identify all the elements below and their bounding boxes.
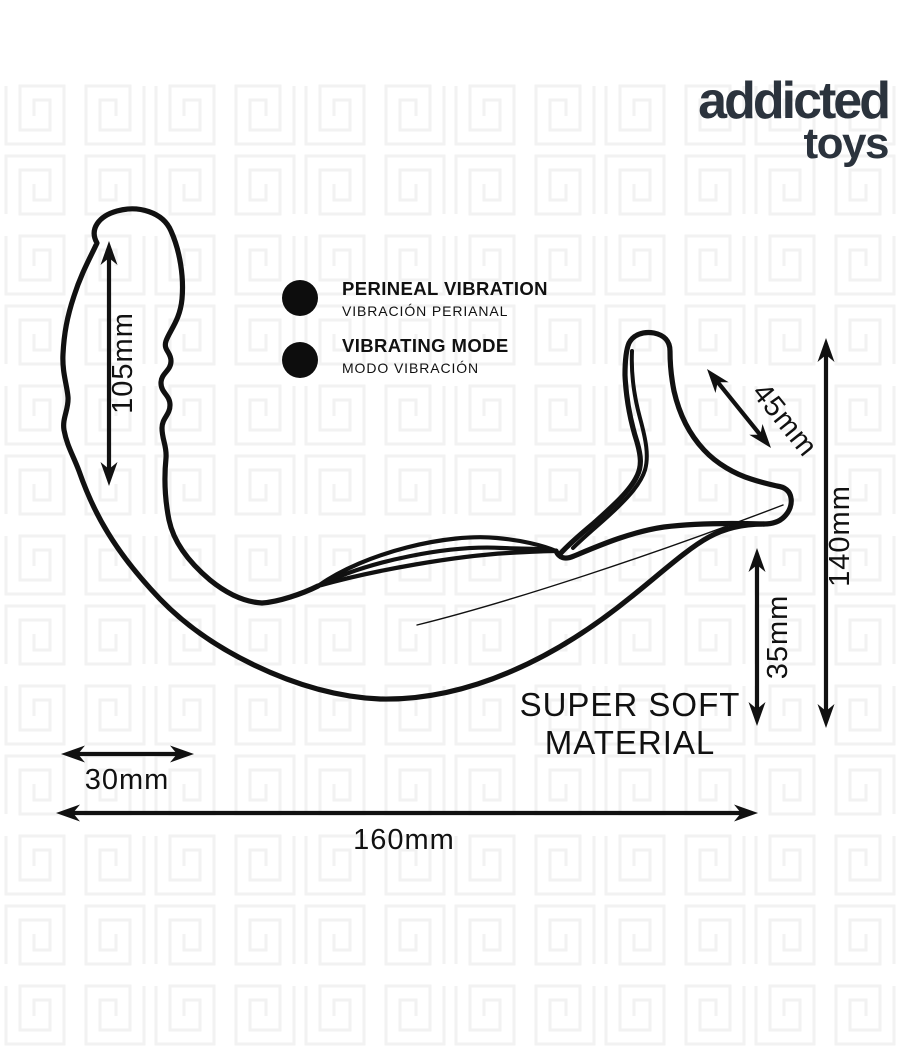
- feature-subtitle: VIBRACIÓN PERIANAL: [342, 303, 509, 319]
- dimension-label-total-length: 160mm: [353, 824, 455, 856]
- brand-logo: addicted toys: [698, 72, 891, 168]
- product-body-outline: [60, 206, 767, 702]
- dimension-arrow-total-length: 160mm: [56, 804, 758, 856]
- dimension-arrow-base-height: 35mm: [748, 548, 794, 726]
- dimension-arrow-base-width: 30mm: [61, 745, 194, 796]
- feature-bullet-icon: [282, 342, 318, 378]
- dimension-arrow-probe-length: 105mm: [100, 241, 139, 486]
- dimension-arrow-total-height: 140mm: [817, 338, 856, 728]
- material-note: SUPER SOFT MATERIAL: [505, 686, 755, 762]
- ridge-line-middle: [315, 545, 559, 589]
- body-hairline-contour: [416, 504, 784, 626]
- dimension-label-base-width: 30mm: [85, 764, 170, 796]
- ridge-line-top: [315, 535, 559, 589]
- stalk-inner-contour: [571, 349, 649, 550]
- material-note-line2: MATERIAL: [544, 724, 716, 761]
- saddle-top-edge: [553, 520, 767, 561]
- brand-name-top: addicted: [698, 72, 891, 130]
- dimension-label-total-height: 140mm: [824, 485, 856, 587]
- feature-title: PERINEAL VIBRATION: [342, 278, 548, 299]
- ridge-line-bottom: [315, 548, 559, 589]
- dimension-label-probe-length: 105mm: [107, 312, 139, 414]
- feature-vibrating-mode: VIBRATING MODE MODO VIBRACIÓN: [342, 335, 509, 376]
- brand-name-bottom: toys: [803, 119, 890, 168]
- ring-stalk-outline: [557, 329, 794, 557]
- material-note-line1: SUPER SOFT: [519, 686, 741, 723]
- feature-subtitle: MODO VIBRACIÓN: [342, 360, 480, 376]
- feature-bullet-icon: [282, 280, 318, 316]
- feature-title: VIBRATING MODE: [342, 335, 509, 356]
- dimension-label-base-height: 35mm: [762, 595, 794, 680]
- feature-perineal-vibration: PERINEAL VIBRATION VIBRACIÓN PERIANAL: [342, 278, 548, 319]
